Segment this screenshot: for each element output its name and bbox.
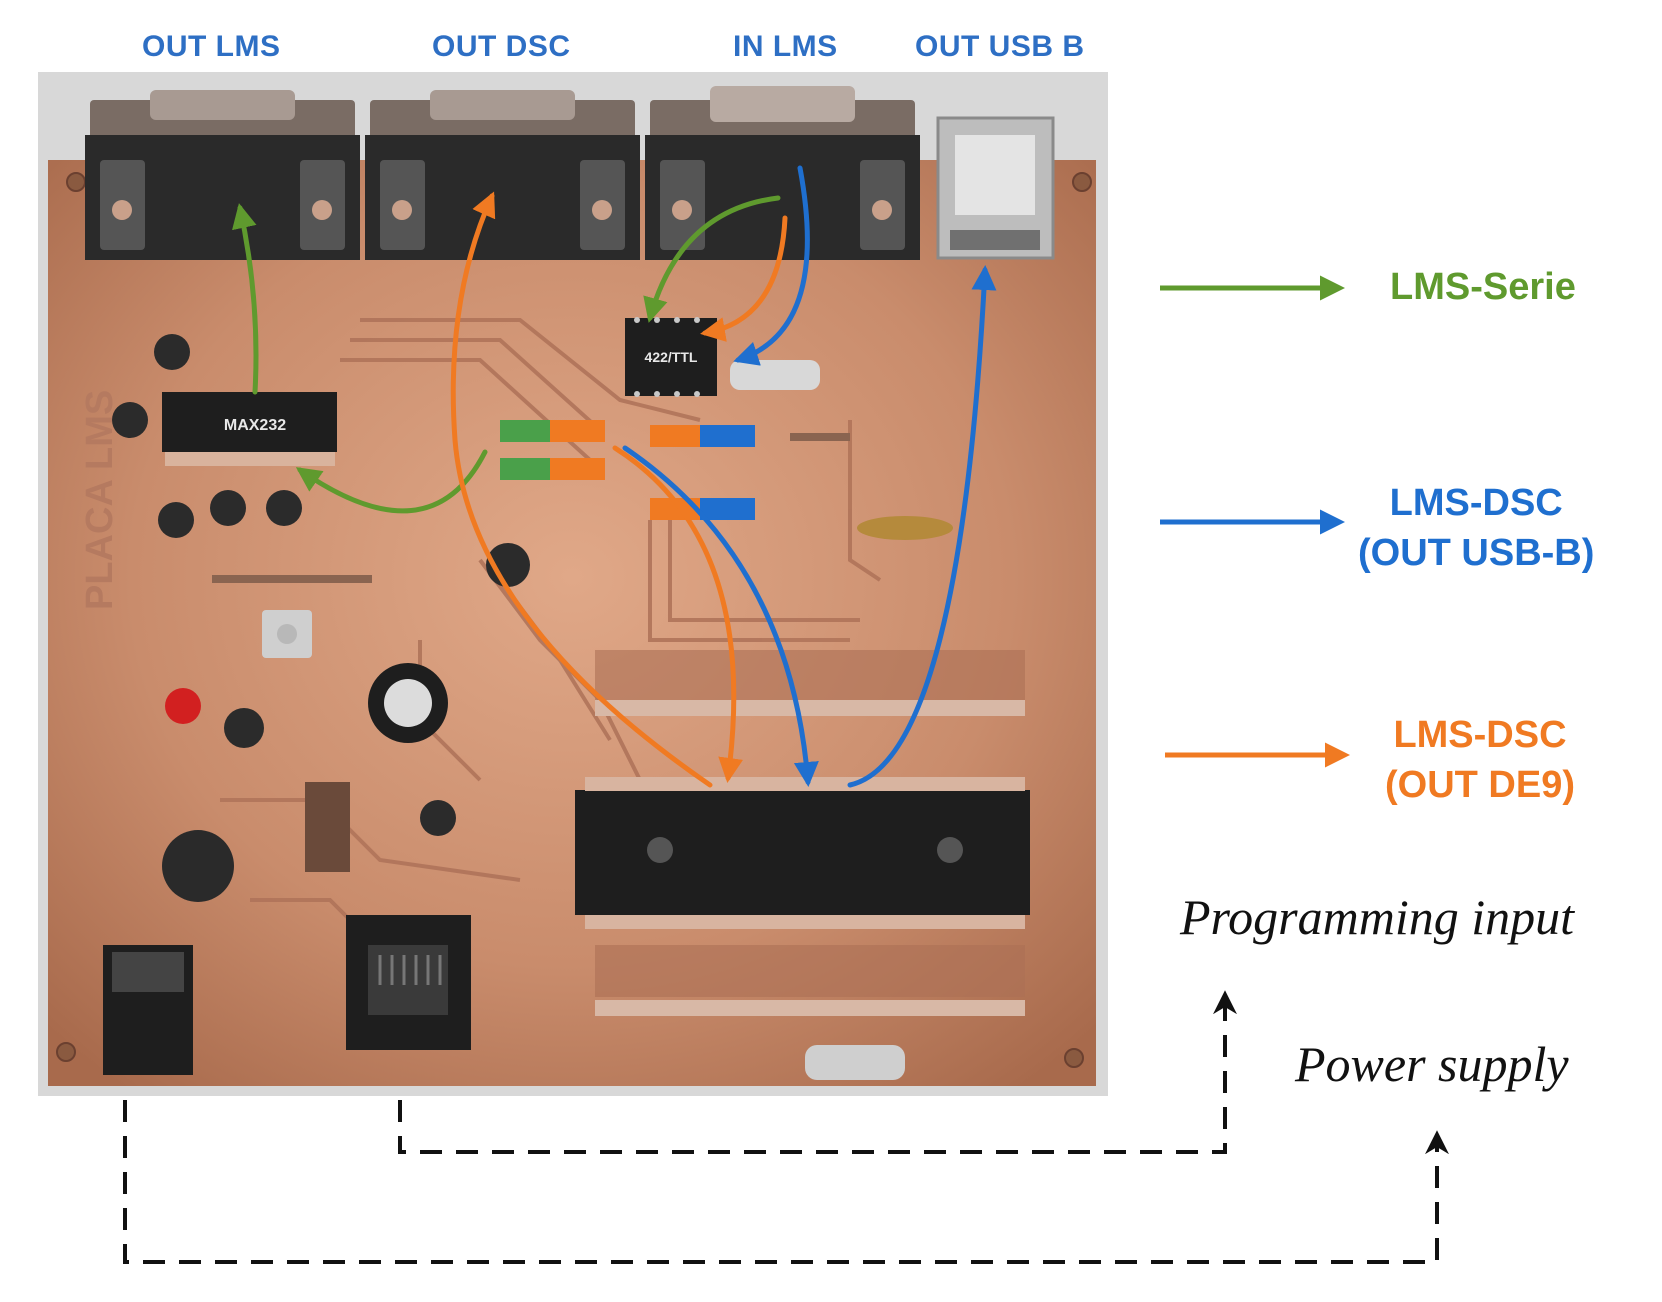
- connector-out-dsc: [365, 90, 640, 260]
- connector-out-lms: [85, 90, 360, 260]
- signal-paths: [232, 165, 997, 788]
- connector-usb-b: [936, 116, 1055, 260]
- header-rows: [595, 650, 1025, 1016]
- chip-422ttl-label: 422/TTL: [645, 349, 698, 365]
- pcb-board: [48, 160, 1096, 1086]
- mounting-holes: [56, 172, 1092, 1068]
- legend-lms-dsc-usb-line2: (OUT USB-B): [1358, 532, 1595, 574]
- dashed-connectors: [123, 990, 1449, 1264]
- legend-lms-dsc-de9-line2: (OUT DE9): [1385, 764, 1575, 806]
- power-supply-label: Power supply: [1295, 1036, 1569, 1092]
- power-supply-line: [123, 1100, 1449, 1264]
- green-path-in-to-422: [643, 195, 781, 323]
- chip-microcontroller: [575, 777, 1030, 929]
- orange-path-mcu-to-out-dsc: [450, 191, 713, 788]
- legend-lms-dsc-de9: LMS-DSC (OUT DE9): [1385, 710, 1575, 810]
- legend-lms-dsc-usb-line1: LMS-DSC: [1389, 482, 1563, 524]
- orange-path-switch-to-mcu: [612, 445, 744, 783]
- dip-switches: [500, 420, 755, 520]
- legend-lms-dsc-usb: LMS-DSC (OUT USB-B): [1358, 478, 1594, 578]
- power-jack: [103, 945, 193, 1075]
- programming-input-label: Programming input: [1180, 889, 1574, 945]
- label-in-lms: IN LMS: [733, 30, 838, 63]
- orange-path-in-to-422: [700, 215, 788, 342]
- chip-422ttl: 422/TTL: [625, 317, 717, 397]
- label-out-lms: OUT LMS: [142, 30, 281, 63]
- legend-lms-serie: LMS-Serie: [1390, 262, 1576, 312]
- blue-path-mcu-to-usb: [847, 265, 997, 788]
- label-out-usb-b: OUT USB B: [915, 30, 1085, 63]
- green-path-switch-to-max232: [295, 449, 488, 514]
- blue-path-in-to-422: [733, 165, 810, 366]
- legend-lms-serie-line1: LMS-Serie: [1390, 266, 1576, 308]
- programming-input-line: [398, 990, 1237, 1154]
- components: [112, 334, 953, 1080]
- legend-lms-dsc-de9-line1: LMS-DSC: [1393, 714, 1567, 756]
- green-path-max232-to-out-lms: [232, 203, 259, 395]
- chip-max232: MAX232: [162, 392, 337, 466]
- blue-path-switch-to-mcu: [622, 445, 819, 787]
- label-out-dsc: OUT DSC: [432, 30, 571, 63]
- chip-max232-label: MAX232: [224, 417, 286, 434]
- programming-jack: [346, 915, 471, 1050]
